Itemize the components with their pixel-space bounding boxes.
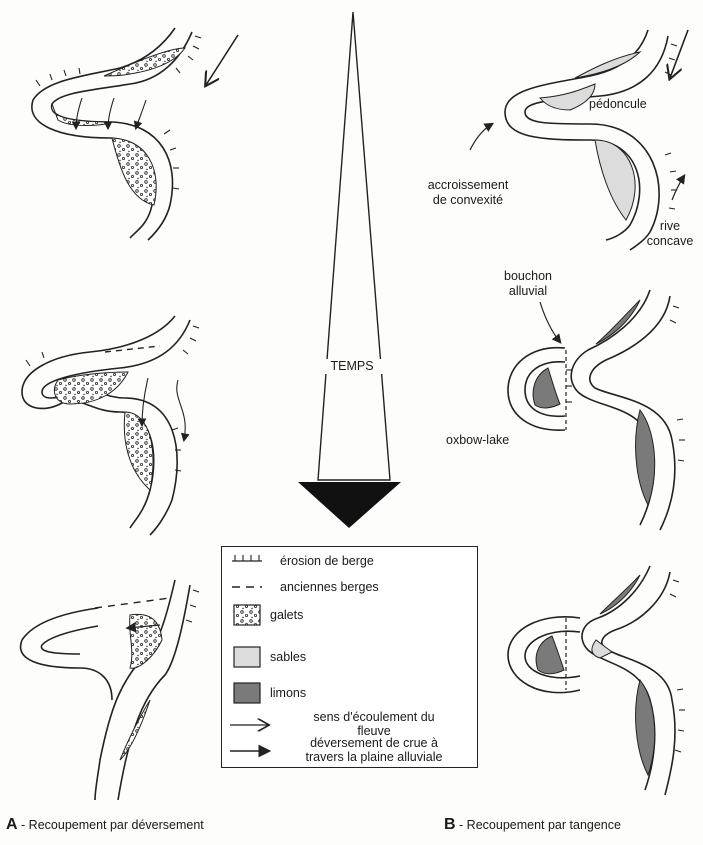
meander-a3: [21, 580, 199, 800]
legend-galets-label: galets: [270, 608, 303, 623]
label-pedoncule: pédoncule: [589, 97, 647, 112]
caption-b-letter: B: [444, 816, 456, 833]
legend-limons-label: limons: [270, 686, 306, 701]
label-accroissement-1: accroissement: [404, 178, 532, 193]
legend-sables-label: sables: [270, 650, 306, 665]
time-label: TEMPS: [318, 359, 386, 374]
label-bouchon-1: bouchon: [488, 269, 568, 284]
label-rive-2: concave: [640, 234, 700, 249]
meander-b1: [470, 30, 688, 250]
meander-a1: [32, 28, 238, 240]
legend-sens-label-1: sens d'écoulement du: [274, 710, 474, 725]
label-accroissement-2: de convexité: [404, 193, 532, 208]
meander-a2: [22, 316, 199, 535]
caption-a-text: - Recoupement par déversement: [21, 818, 204, 832]
caption-b-text: - Recoupement par tangence: [459, 818, 621, 832]
label-oxbow-lake: oxbow-lake: [446, 433, 509, 448]
legend: érosion de berge anciennes berges galets…: [221, 546, 478, 768]
meander-b3: [508, 566, 685, 795]
caption-a-letter: A: [6, 816, 18, 833]
time-arrow: [298, 12, 401, 528]
label-bouchon-2: alluvial: [488, 284, 568, 299]
caption-b: B - Recoupement par tangence: [444, 816, 621, 834]
caption-a: A - Recoupement par déversement: [6, 816, 204, 834]
legend-deversement-label-2: travers la plaine alluviale: [274, 750, 474, 765]
label-rive-1: rive: [650, 219, 690, 234]
meander-b2: [508, 290, 685, 530]
legend-deversement-label-1: déversement de crue à: [274, 736, 474, 751]
legend-anciennes-label: anciennes berges: [280, 580, 379, 595]
legend-erosion-label: érosion de berge: [280, 554, 374, 569]
